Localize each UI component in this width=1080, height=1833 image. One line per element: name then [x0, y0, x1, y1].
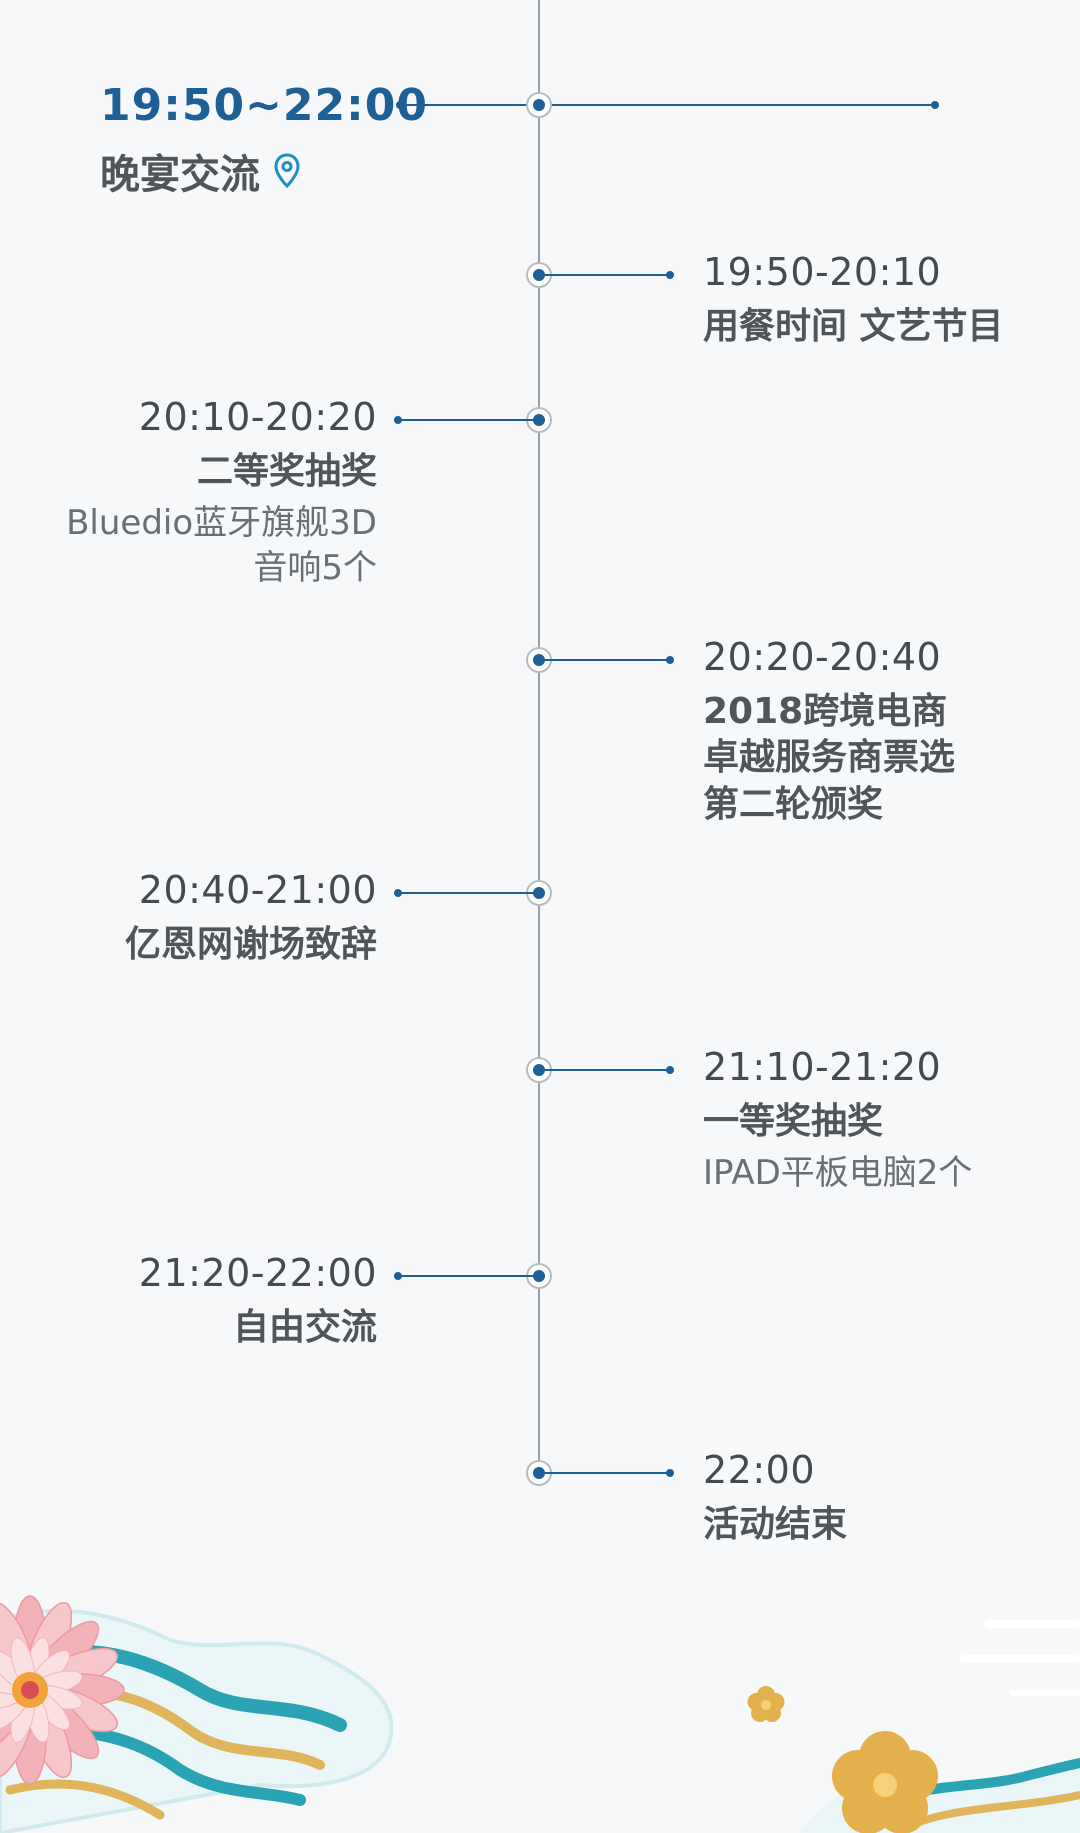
connector-end-dot [394, 889, 402, 897]
event-title: 自由交流 [232, 1306, 377, 1348]
event-description: Bluedio蓝牙旗舰3D 音响5个 [66, 503, 377, 589]
event-item: 22:00 活动结束 [703, 1448, 847, 1548]
event-time: 21:10-21:20 [703, 1045, 942, 1089]
session-title: 晚宴交流 [100, 152, 260, 198]
connector-end-dot [666, 1469, 674, 1477]
event-title: 一等奖抽奖 [703, 1100, 884, 1142]
event-item: 19:50-20:10 用餐时间 文艺节目 [703, 250, 1004, 350]
event-item: 21:10-21:20 一等奖抽奖 IPAD平板电脑2个 [703, 1045, 972, 1196]
connector-end-dot [666, 271, 674, 279]
connector-end-dot [666, 656, 674, 664]
event-title: 活动结束 [703, 1503, 848, 1545]
event-time: 21:20-22:00 [138, 1251, 377, 1295]
event-description: IPAD平板电脑2个 [703, 1153, 973, 1194]
gold-blossom-small [747, 1686, 785, 1722]
connector-end-dot [394, 416, 402, 424]
event-title: 二等奖抽奖 [196, 450, 377, 492]
event-time: 20:40-21:00 [138, 868, 377, 912]
map-pin-icon [274, 153, 300, 189]
event-time: 20:20-20:40 [703, 635, 942, 679]
session-title-row: 晚宴交流 [100, 142, 300, 200]
event-item: 20:10-20:20 二等奖抽奖 Bluedio蓝牙旗舰3D 音响5个 [66, 395, 377, 591]
wind-streak-decoration [960, 1620, 1080, 1696]
timeline-connectors [394, 271, 674, 1477]
connector-end-dot [666, 1066, 674, 1074]
event-item: 20:40-21:00 亿恩网谢场致辞 [125, 868, 377, 968]
event-title: 用餐时间 文艺节目 [703, 305, 1004, 347]
event-title: 亿恩网谢场致辞 [124, 923, 377, 965]
event-title: 2018跨境电商 卓越服务商票选 第二轮颁奖 [703, 690, 956, 826]
event-item: 20:20-20:40 2018跨境电商 卓越服务商票选 第二轮颁奖 [703, 635, 955, 829]
event-time: 19:50-20:10 [703, 250, 942, 294]
session-time: 19:50~22:00 [100, 80, 428, 131]
timeline-node-dot [533, 99, 545, 111]
connector-end-dot [394, 1272, 402, 1280]
event-item: 21:20-22:00 自由交流 [139, 1251, 377, 1351]
lotus-flower-decoration [0, 1595, 125, 1785]
event-time: 20:10-20:20 [138, 395, 377, 439]
event-time: 22:00 [703, 1448, 816, 1492]
gold-blossom-large [832, 1731, 938, 1833]
